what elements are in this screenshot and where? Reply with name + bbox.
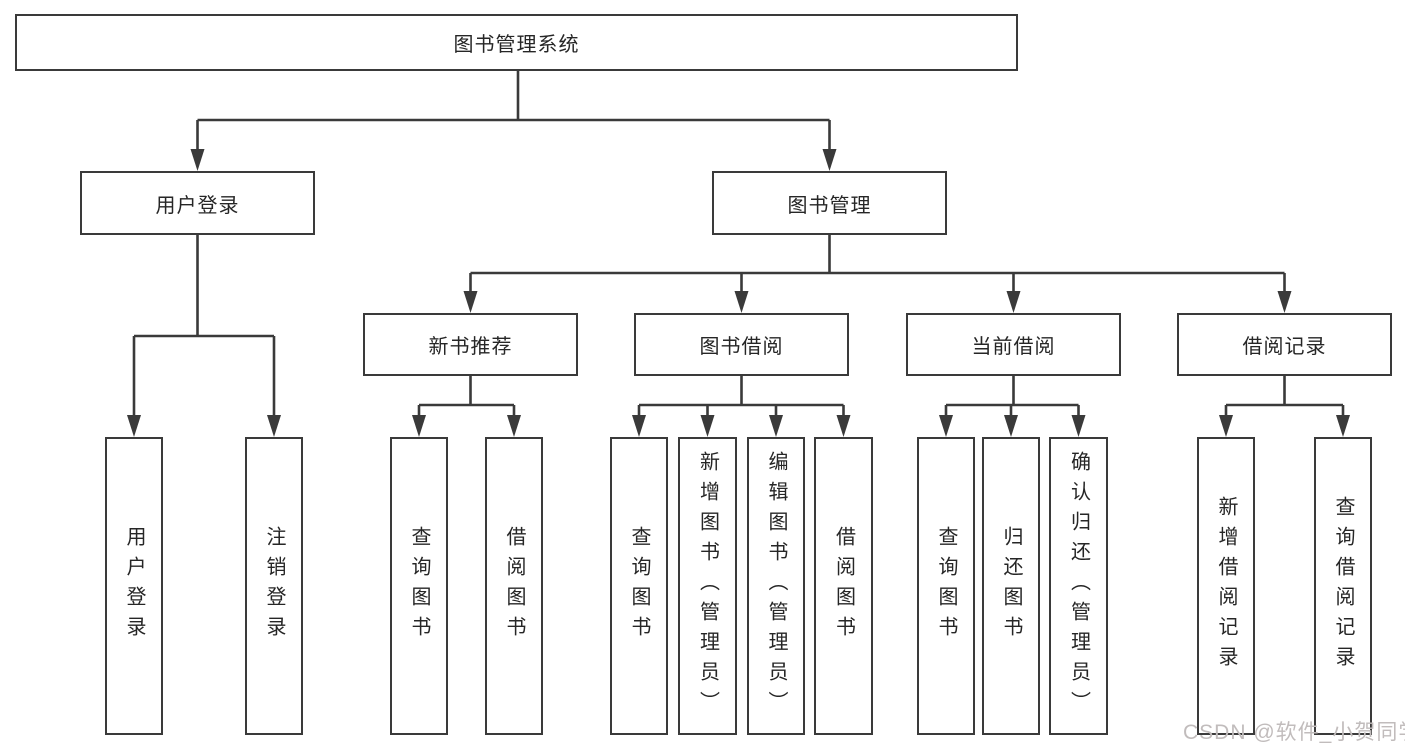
node-library-management-system: 图书管理系统 <box>15 14 1018 71</box>
node-leaf-query-books-recommend: 查询图书 <box>390 437 448 735</box>
node-leaf-query-borrow-record: 查询借阅记录 <box>1314 437 1372 735</box>
node-borrowing-records: 借阅记录 <box>1177 313 1392 376</box>
node-user-login: 用户登录 <box>80 171 315 235</box>
node-new-book-recommendation: 新书推荐 <box>363 313 578 376</box>
csdn-watermark: CSDN @软件_小贺同学 <box>1183 721 1405 744</box>
node-leaf-borrow-books-recommend: 借阅图书 <box>485 437 543 735</box>
node-current-borrowing: 当前借阅 <box>906 313 1121 376</box>
node-leaf-query-books-current: 查询图书 <box>917 437 975 735</box>
node-leaf-query-books-borrowing: 查询图书 <box>610 437 668 735</box>
node-leaf-confirm-return-admin: 确认归还（管理员） <box>1049 437 1108 735</box>
node-leaf-user-login: 用户登录 <box>105 437 163 735</box>
node-leaf-return-books: 归还图书 <box>982 437 1040 735</box>
node-leaf-logout: 注销登录 <box>245 437 303 735</box>
node-leaf-add-borrow-record: 新增借阅记录 <box>1197 437 1255 735</box>
node-leaf-add-books-admin: 新增图书（管理员） <box>678 437 737 735</box>
node-leaf-borrow-books: 借阅图书 <box>814 437 873 735</box>
node-book-borrowing: 图书借阅 <box>634 313 849 376</box>
node-leaf-edit-books-admin: 编辑图书（管理员） <box>747 437 805 735</box>
node-book-management: 图书管理 <box>712 171 947 235</box>
